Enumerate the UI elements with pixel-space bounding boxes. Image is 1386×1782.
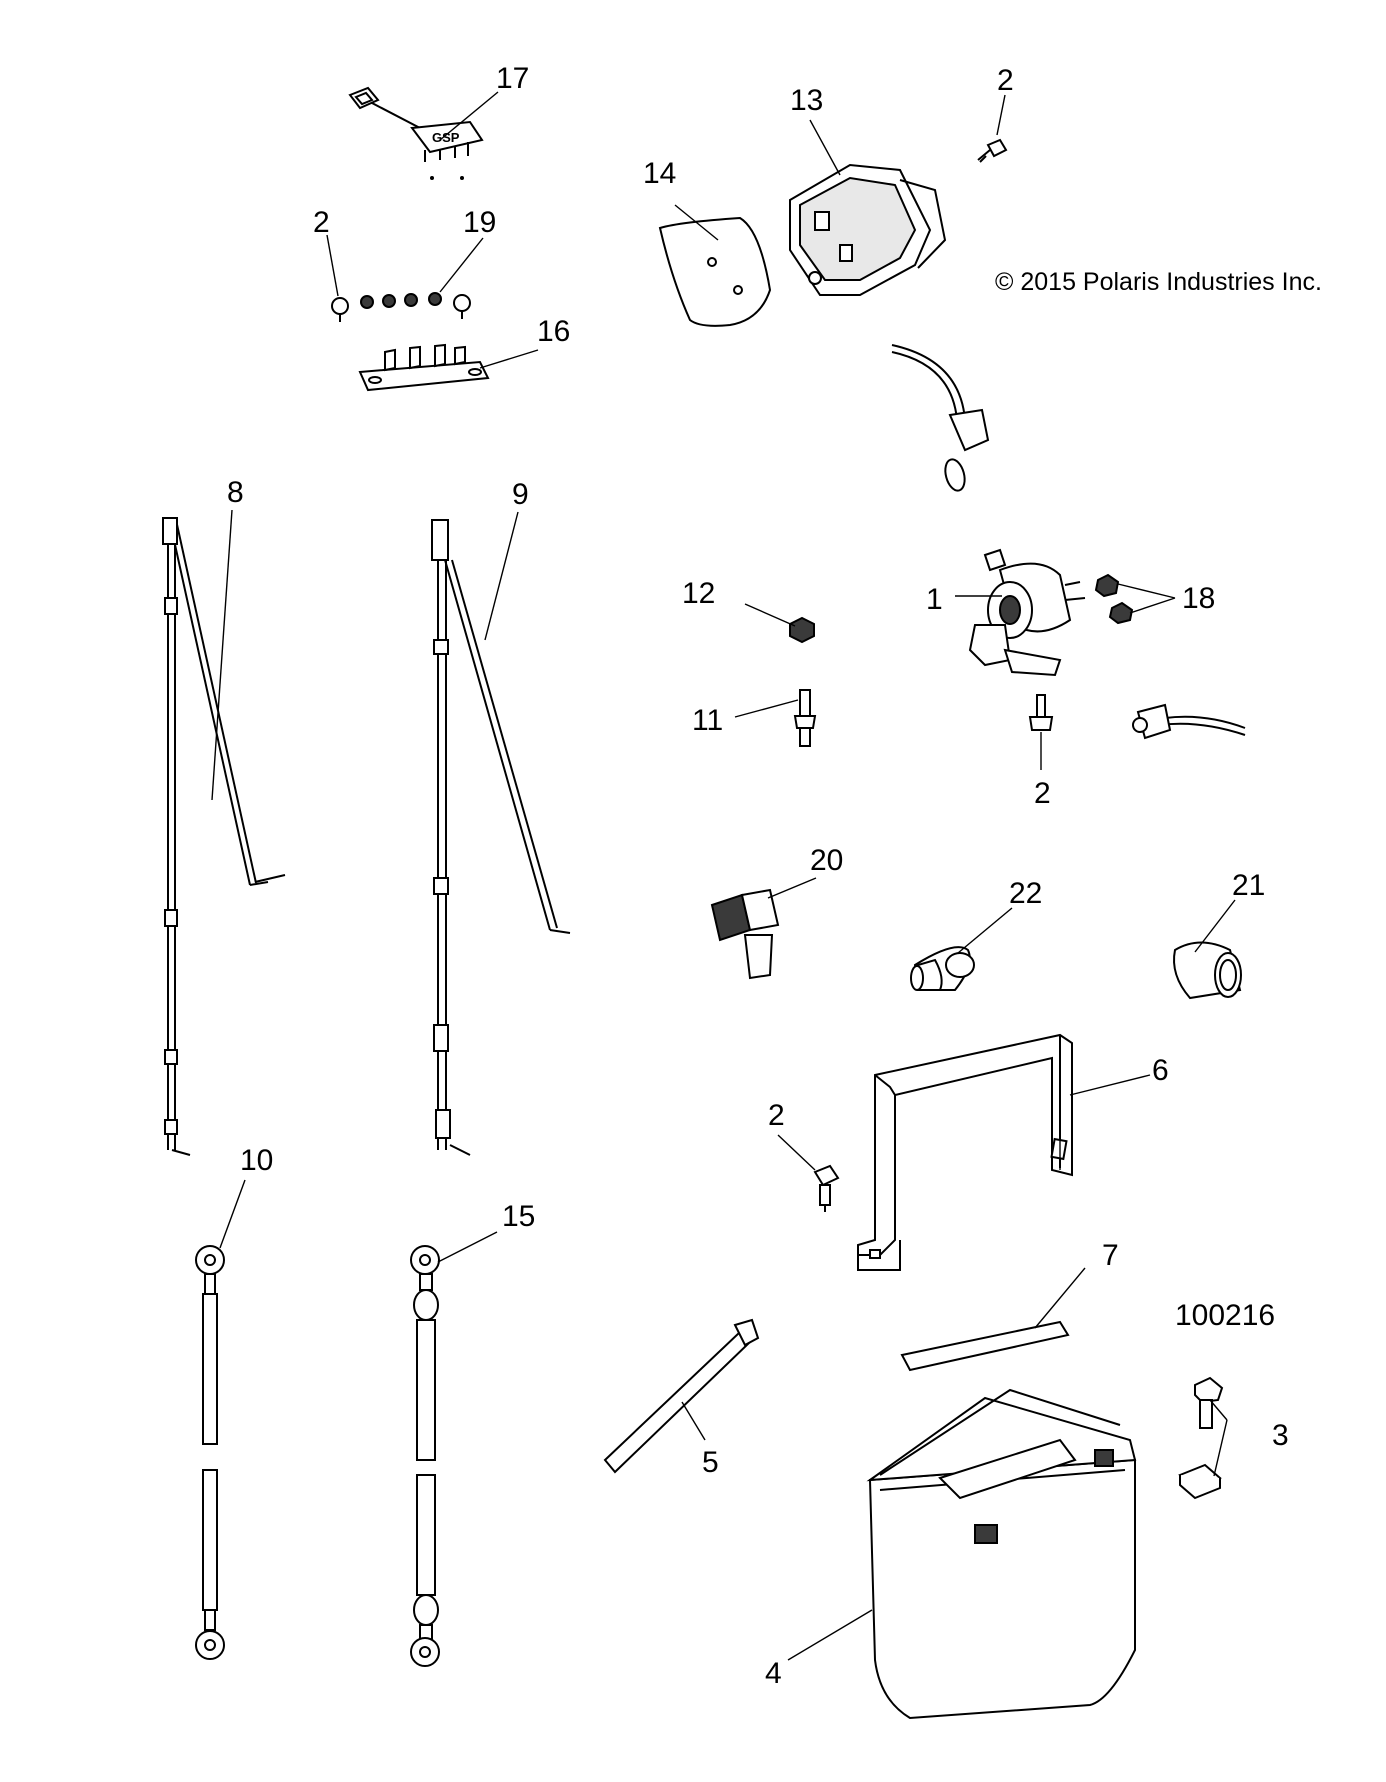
- callout-16: 16: [537, 315, 570, 348]
- callout-15: 15: [502, 1200, 535, 1233]
- callout-2-mid: 2: [1034, 777, 1051, 810]
- callout-6: 6: [1152, 1054, 1169, 1087]
- part-12-nut: [789, 616, 815, 644]
- callout-21: 21: [1232, 869, 1265, 902]
- part-13-module-housing: [789, 163, 947, 296]
- part-16-terminal-block: [358, 343, 490, 392]
- callout-18: 18: [1182, 582, 1215, 615]
- callout-2-top: 2: [997, 64, 1014, 97]
- callout-20: 20: [810, 844, 843, 877]
- callout-11: 11: [692, 704, 723, 737]
- part-18-nuts: [1094, 573, 1134, 625]
- part-14-cover-plate: [658, 216, 772, 327]
- callout-10: 10: [240, 1144, 273, 1177]
- part-19-nuts: [360, 292, 442, 309]
- part-21-boot: [1173, 941, 1242, 1000]
- part-2-screw-mid: [1028, 694, 1054, 731]
- part-11-stud: [793, 689, 817, 747]
- callout-5: 5: [702, 1446, 719, 1479]
- callout-labels: 17 13 2 14 2 19 16 8 9 12 1 18 11 2 20 2…: [227, 62, 1289, 1690]
- callout-22: 22: [1009, 877, 1042, 910]
- leader-lines: [211, 91, 1236, 1661]
- part-6-battery-bracket: [857, 1033, 1073, 1271]
- gsp-logo: GSP: [432, 130, 460, 145]
- callout-3: 3: [1272, 1419, 1289, 1452]
- part-17-cap-tether: GSP: [348, 86, 484, 180]
- part-2-screw-top: [977, 138, 1008, 163]
- callout-19: 19: [463, 206, 496, 239]
- callout-7: 7: [1102, 1239, 1119, 1272]
- part-9-cable: [431, 519, 571, 1156]
- callout-2-bracket: 2: [768, 1099, 785, 1132]
- part-20-boot: [710, 888, 780, 980]
- cable-lower: [1132, 703, 1246, 740]
- callout-12: 12: [682, 577, 715, 610]
- callout-14: 14: [643, 157, 676, 190]
- part-2-screw-bracket: [813, 1164, 840, 1212]
- callout-13: 13: [790, 84, 823, 117]
- callout-1: 1: [926, 583, 943, 616]
- part-7-pad: [900, 1320, 1070, 1372]
- callout-8: 8: [227, 476, 244, 509]
- part-2-screws-upper: [331, 294, 471, 322]
- part-5-strap: [603, 1318, 760, 1474]
- part-10-cable: [195, 1245, 225, 1660]
- callout-4: 4: [765, 1657, 782, 1690]
- figure-number: 100216: [1175, 1299, 1275, 1332]
- part-4-battery: [866, 1388, 1137, 1720]
- copyright-notice: © 2015 Polaris Industries Inc.: [995, 268, 1322, 296]
- callout-17: 17: [496, 62, 529, 95]
- part-15-cable: [410, 1245, 440, 1667]
- cable-positive-upper: [891, 344, 990, 492]
- part-22-boot: [910, 946, 975, 991]
- callout-2-left: 2: [313, 206, 330, 239]
- part-8-cable: [162, 517, 286, 1156]
- callout-9: 9: [512, 478, 529, 511]
- part-1-solenoid: [968, 548, 1086, 677]
- part-3-bolt-nut: [1178, 1376, 1224, 1500]
